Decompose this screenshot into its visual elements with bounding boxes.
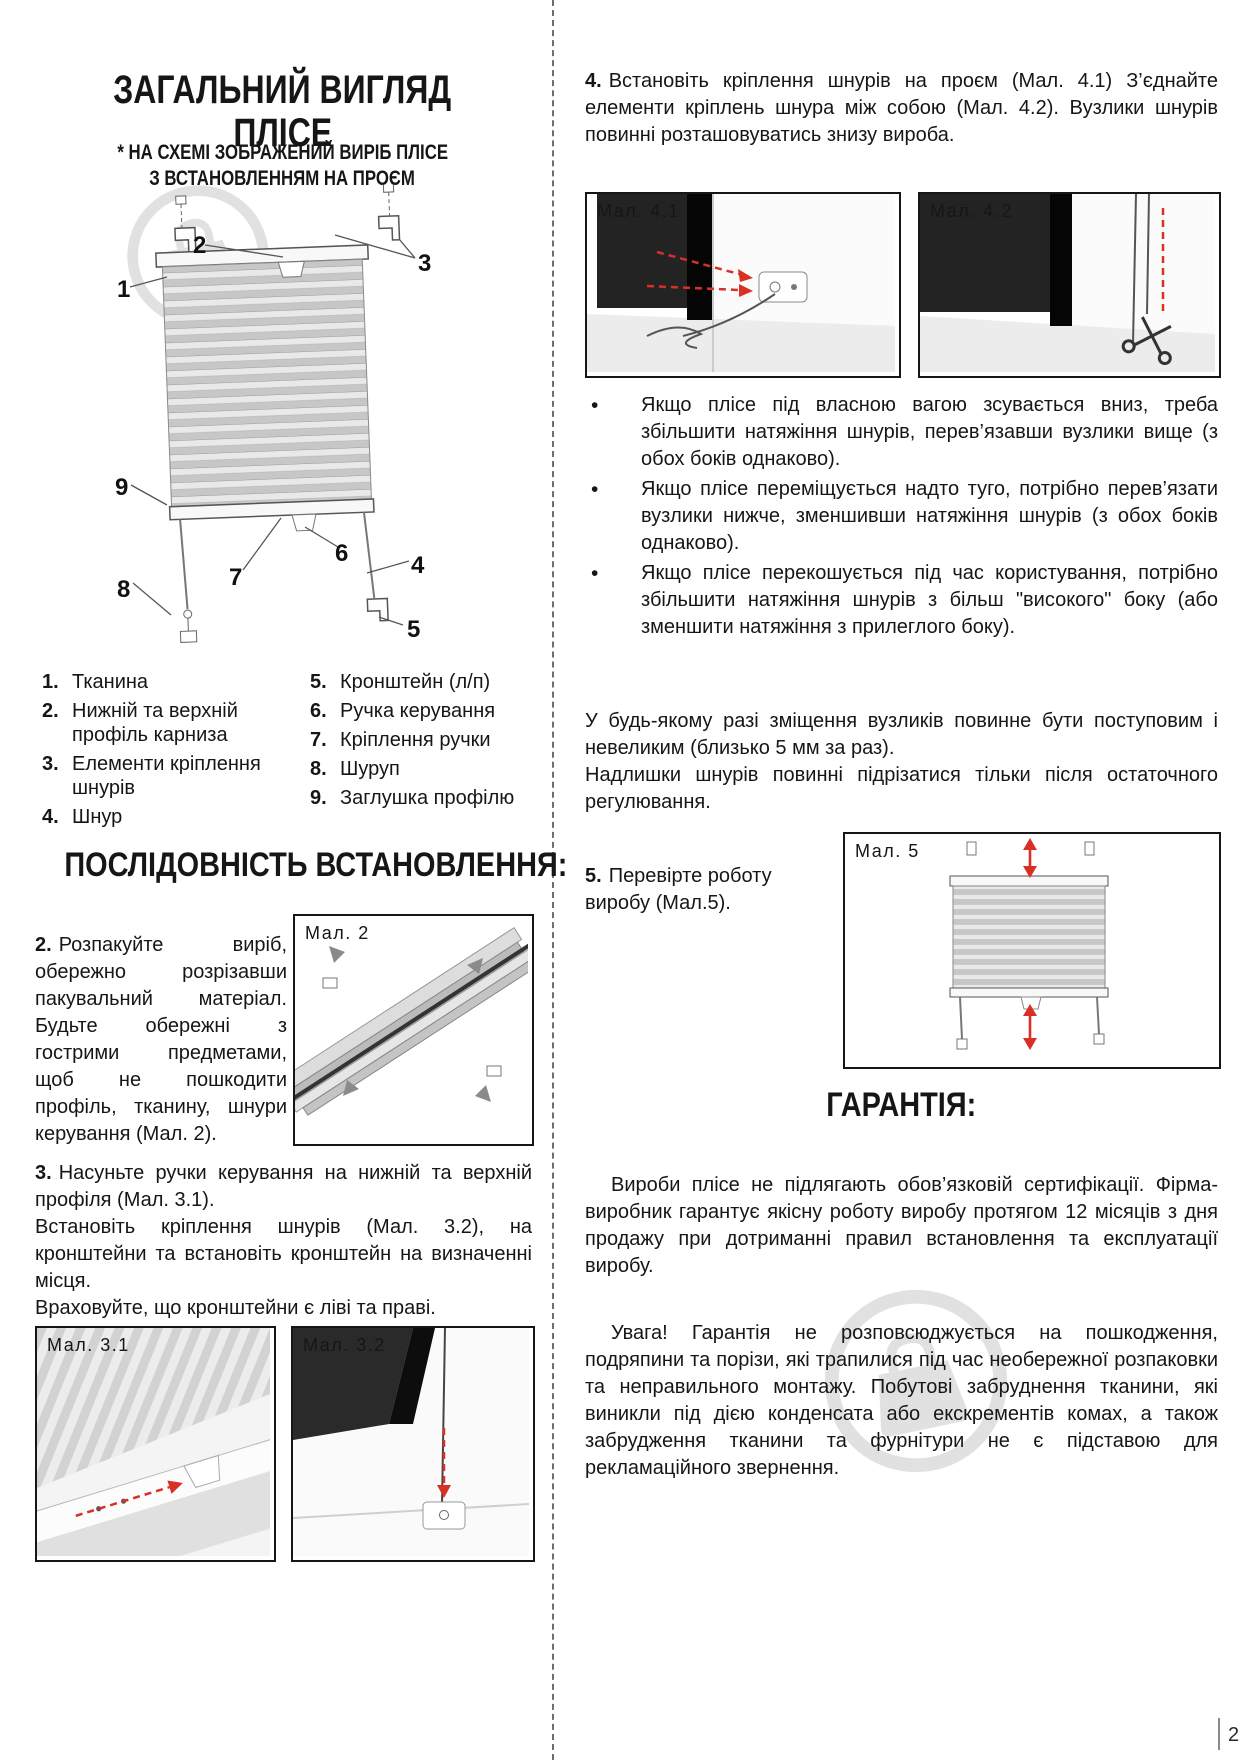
blind-overview-diagram: 1 2 3 4 5 6 7 8 9 xyxy=(115,185,431,643)
legend-item: 4.Шнур xyxy=(42,806,123,828)
step-3-line2: Встановіть кріплення шнурів (Мал. 3.2), … xyxy=(35,1216,532,1292)
cord xyxy=(646,326,704,349)
adjustment-note-line1: У будь-якому разі зміщення вузликів пови… xyxy=(585,710,1218,759)
step-3-line1: 3.Насуньте ручки керування на нижній та … xyxy=(35,1162,532,1211)
screw-icon xyxy=(179,609,198,643)
bullet-icon: • xyxy=(591,394,599,417)
cord xyxy=(441,1328,446,1505)
cord xyxy=(1096,996,1100,1035)
warranty-paragraph-1: Вироби плісе не підлягають обов’язковій … xyxy=(585,1174,1218,1277)
cord-fastener xyxy=(758,271,808,303)
callout-number: 2 xyxy=(193,232,206,259)
page-title: ЗАГАЛЬНИЙ ВИГЛЯД ПЛІСЕ xyxy=(35,67,530,155)
step-3-line3: Враховуйте, що кронштейни є ліві та прав… xyxy=(35,1297,436,1319)
control-handle xyxy=(1020,996,1042,1010)
figure-3-2: Мал. 3.2 xyxy=(291,1326,535,1562)
legend-item: 2.Нижній та верхній профіль карниза xyxy=(42,700,238,746)
scheme-note-line1: * НА СХЕМІ ЗОБРАЖЕНИЙ ВИРІБ ПЛІСЕ xyxy=(117,141,448,164)
footer-divider xyxy=(1218,1718,1220,1750)
cord xyxy=(1132,194,1137,345)
legend-item: 6.Ручка керування xyxy=(310,700,496,722)
cord xyxy=(959,996,963,1040)
figure-4-1: Мал. 4.1 xyxy=(585,192,901,378)
figure-4-2: Мал. 4.2 xyxy=(918,192,1221,378)
figure-3-2-illustration xyxy=(293,1328,530,1556)
step-2-text: 2.Розпакуйте виріб, обережно розрізавши … xyxy=(35,934,287,1145)
warranty-paragraph-2: Увага! Гарантія не розповсюджується на п… xyxy=(585,1322,1218,1479)
figure-2-label: Мал. 2 xyxy=(305,923,370,943)
list-item: • Якщо плісе переміщується надто туго, п… xyxy=(585,476,1218,557)
figure-2-illustration xyxy=(295,927,532,1116)
bullet-icon: • xyxy=(591,562,599,585)
step-4-number: 4. xyxy=(585,70,602,92)
figure-4-1-illustration xyxy=(587,194,895,372)
figure-5-label: Мал. 5 xyxy=(855,841,920,861)
adjustment-note-line2: Надлишки шнурів повинні підрізатися тіль… xyxy=(585,764,1218,813)
callout-number: 7 xyxy=(229,564,242,591)
assembly-arrow-icon xyxy=(329,946,491,1102)
callout-number: 3 xyxy=(418,250,431,277)
callout-number: 5 xyxy=(407,616,420,643)
legend-item: 3.Елементи кріплення шнурів xyxy=(42,753,261,799)
figure-3-1: Мал. 3.1 xyxy=(35,1326,276,1562)
legend-column-right: 5.Кронштейн (л/п) 6.Ручка керування 7.Кр… xyxy=(310,670,534,834)
figure-4-2-illustration xyxy=(920,194,1215,372)
legend-item: 1.Тканина xyxy=(42,671,149,693)
red-arrow-icon xyxy=(75,1485,170,1517)
legend-column-left: 1.Тканина 2.Нижній та верхній профіль ка… xyxy=(42,670,310,834)
install-section-title: ПОСЛІДОВНІСТЬ ВСТАНОВЛЕННЯ: xyxy=(64,846,568,884)
figure-4-1-label: Мал. 4.1 xyxy=(597,201,680,221)
brand-watermark-icon xyxy=(818,1283,1014,1479)
step-4-text: 4.Встановіть кріплення шнурів на проєм (… xyxy=(585,70,1218,146)
figure-3-1-illustration xyxy=(37,1328,274,1560)
step-2-number: 2. xyxy=(35,934,52,956)
page-title-line2: ПЛІСЕ xyxy=(233,110,332,155)
diagram-legend: 1.Тканина 2.Нижній та верхній профіль ка… xyxy=(42,670,534,834)
bullet-icon: • xyxy=(591,478,599,501)
page-number: 2 xyxy=(1228,1724,1240,1746)
top-handle xyxy=(277,260,305,278)
legend-item: 9.Заглушка профілю xyxy=(310,787,515,809)
cords xyxy=(179,512,376,610)
pleated-fabric xyxy=(161,258,372,508)
page-title-line1: ЗАГАЛЬНИЙ ВИГЛЯД xyxy=(113,67,452,112)
figure-2: Мал. 2 xyxy=(293,914,534,1146)
step-3-number: 3. xyxy=(35,1162,52,1184)
callout-number: 9 xyxy=(115,474,128,501)
scheme-note: * НА СХЕМІ ЗОБРАЖЕНИЙ ВИРІБ ПЛІСЕ З ВСТА… xyxy=(35,140,530,192)
list-item: • Якщо плісе під власною вагою зсуваєтьс… xyxy=(585,392,1218,473)
callout-number: 1 xyxy=(117,276,130,303)
adjustment-note: У будь-якому разі зміщення вузликів пови… xyxy=(585,708,1218,816)
bottom-profile xyxy=(168,498,375,521)
step-5-text: 5.Перевірте роботу виробу (Мал.5). xyxy=(585,865,772,914)
callout-number: 8 xyxy=(117,576,130,603)
list-item: • Якщо плісе перекошується під час корис… xyxy=(585,560,1218,641)
handle-tab xyxy=(183,1454,221,1489)
bracket-icon xyxy=(366,597,389,622)
scheme-note-line2: З ВСТАНОВЛЕННЯМ НА ПРОЄМ xyxy=(149,167,416,190)
figure-4-2-label: Мал. 4.2 xyxy=(930,201,1013,221)
callout-number: 6 xyxy=(335,540,348,567)
legend-item: 7.Кріплення ручки xyxy=(310,729,491,751)
figure-5: Мал. 5 xyxy=(843,832,1221,1069)
figure-3-1-label: Мал. 3.1 xyxy=(47,1335,130,1355)
figure-5-illustration xyxy=(949,838,1109,1050)
figure-3-2-label: Мал. 3.2 xyxy=(303,1335,386,1355)
legend-item: 5.Кронштейн (л/п) xyxy=(310,671,491,693)
control-handle xyxy=(291,513,317,532)
column-divider xyxy=(552,0,554,1760)
step-5-number: 5. xyxy=(585,865,602,887)
step-3-text: 3.Насуньте ручки керування на нижній та … xyxy=(35,1160,532,1322)
mount-bracket-icon xyxy=(174,214,401,253)
warranty-title: ГАРАНТІЯ: xyxy=(826,1086,977,1124)
callout-lines xyxy=(129,234,416,626)
cord xyxy=(1146,194,1150,315)
cord-fastener xyxy=(422,1501,466,1530)
callout-number: 4 xyxy=(411,552,425,579)
scissors-icon xyxy=(1121,316,1172,366)
legend-item: 8.Шуруп xyxy=(310,758,400,780)
adjustment-tips-list: • Якщо плісе під власною вагою зсуваєтьс… xyxy=(585,392,1218,644)
red-arrow-icon xyxy=(646,250,753,297)
red-arrow-icon xyxy=(1023,838,1037,1050)
